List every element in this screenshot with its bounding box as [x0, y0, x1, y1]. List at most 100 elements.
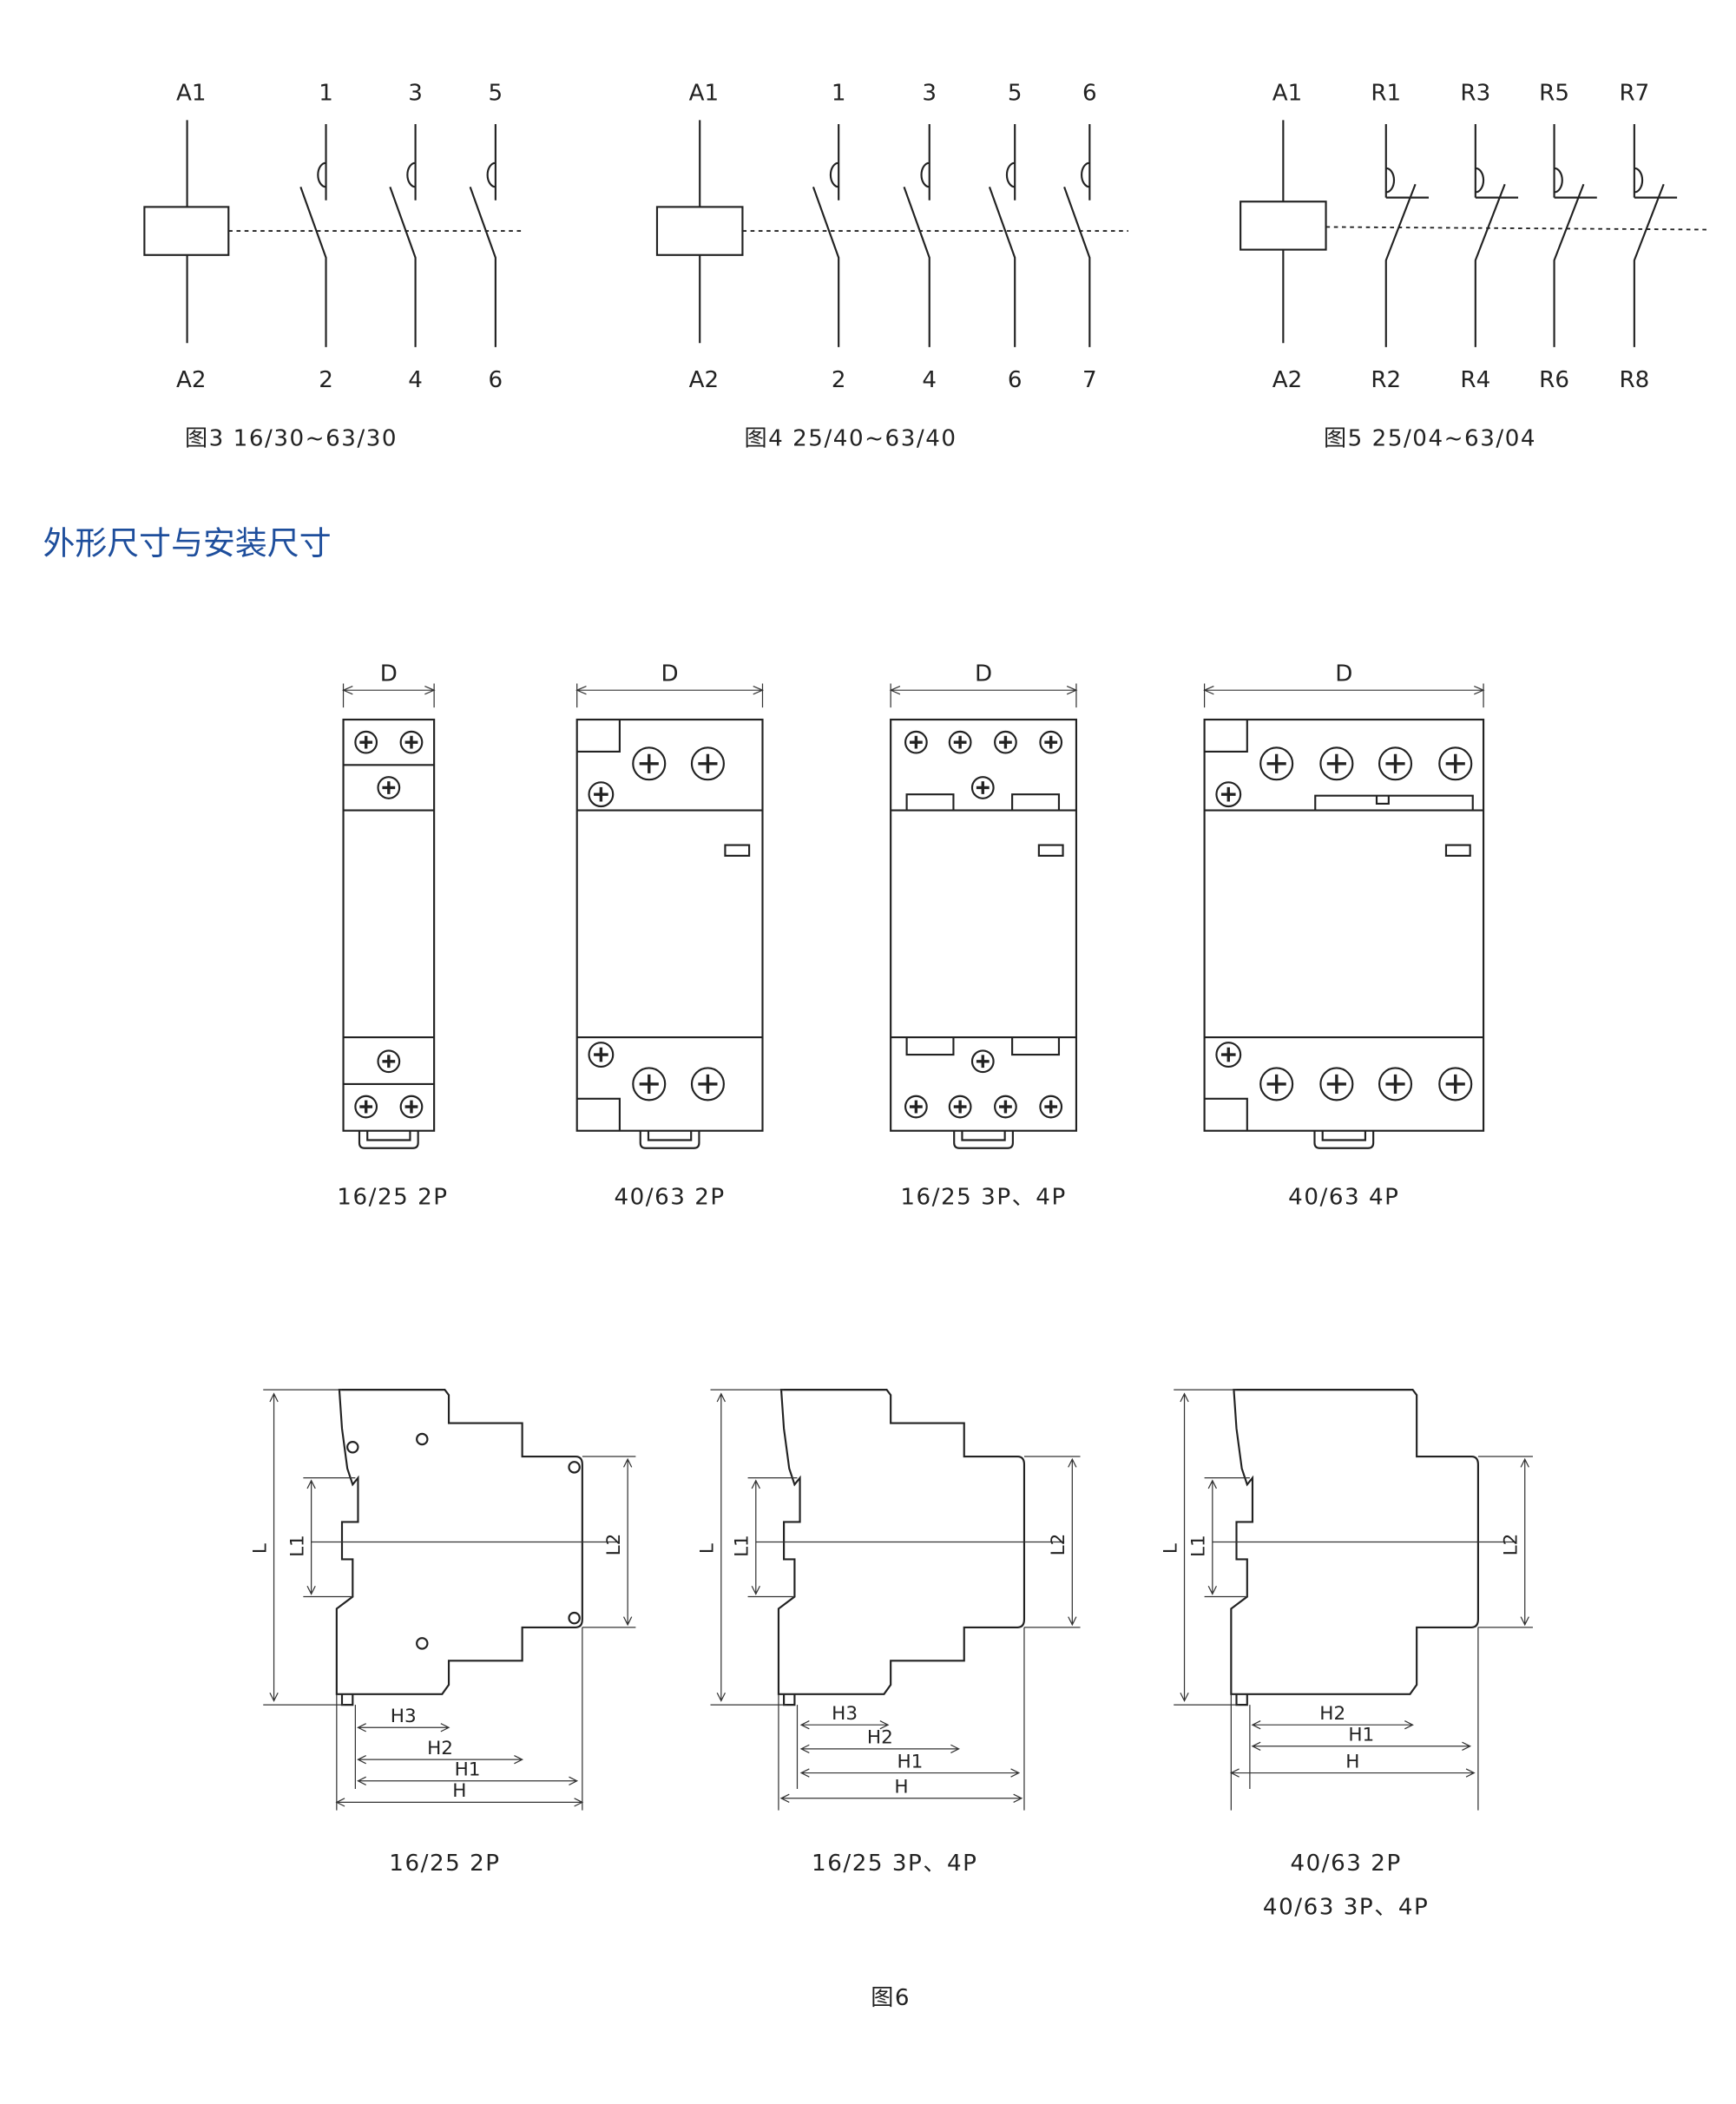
- terminal-label-top: A1: [689, 80, 719, 106]
- vertical-dimension-arrow: [1207, 1479, 1217, 1595]
- dimension-label-h: H: [894, 1777, 908, 1798]
- figure-caption: 图6: [871, 1985, 911, 2011]
- terminal-screw-icon: [1259, 1067, 1294, 1101]
- device-body: [1203, 718, 1485, 1132]
- schematic-caption: 图3 16/30~63/30: [185, 426, 398, 452]
- screw-slot: [976, 781, 990, 794]
- terminal-label-bottom: A2: [689, 367, 719, 393]
- corner-marks: [1204, 720, 1248, 1131]
- din-clip: [358, 1130, 419, 1149]
- terminal-screw-icon: [970, 1049, 995, 1074]
- din-latch: [340, 1693, 354, 1706]
- dimension-label-d: D: [975, 661, 992, 687]
- terminal-label-bottom: 6: [1008, 367, 1023, 393]
- dimension-label-d: D: [1335, 661, 1352, 687]
- nc-contact: [1553, 124, 1597, 347]
- terminal-screw-icon: [904, 730, 928, 754]
- dimension-label-h: H3: [391, 1706, 417, 1727]
- no-contact: [469, 124, 496, 347]
- extension-lines: [1174, 1389, 1533, 1811]
- screw-slot: [1220, 786, 1236, 802]
- terminal-screw-icon: [1259, 746, 1294, 781]
- dimension-label-l: L: [249, 1543, 271, 1554]
- device-side-profile: [777, 1389, 1026, 1695]
- section-lines: [1204, 809, 1484, 1039]
- terminal-screw-icon: [1215, 781, 1242, 808]
- screw-slot: [1445, 753, 1465, 773]
- terminal-label-top: R5: [1539, 80, 1569, 106]
- din-latch: [783, 1693, 796, 1706]
- width-dimension-line: [1203, 683, 1485, 708]
- coil-symbol: [655, 206, 744, 256]
- side-view-caption: 40/63 2P: [1290, 1851, 1401, 1877]
- screw-slot: [999, 1100, 1012, 1114]
- terminal-screw-icon: [354, 730, 378, 754]
- terminal-label-top: 1: [319, 80, 333, 106]
- no-contact: [299, 124, 327, 347]
- terminal-screw-icon: [588, 1042, 615, 1068]
- screw-slot: [999, 735, 1012, 749]
- terminal-screw-icon: [399, 1095, 424, 1119]
- horizontal-dimension-arrow: [1229, 1768, 1476, 1778]
- section-lines: [891, 809, 1076, 1039]
- dimension-label-h: H2: [867, 1727, 893, 1749]
- dimension-label-h: H: [452, 1780, 466, 1802]
- horizontal-dimension-arrow: [357, 1723, 450, 1733]
- din-clip: [639, 1130, 700, 1149]
- terminal-screw-icon: [948, 1095, 972, 1119]
- terminal-label-top: 5: [489, 80, 503, 106]
- screw-slot: [382, 1055, 396, 1068]
- terminal-label-bottom: 4: [922, 367, 937, 393]
- terminal-screw-icon: [690, 746, 725, 781]
- no-contact: [1063, 124, 1091, 347]
- dimension-label-h: H: [1345, 1751, 1359, 1772]
- dimension-label-d: D: [661, 661, 679, 687]
- side-view-caption: 16/25 2P: [389, 1851, 500, 1877]
- terminal-screw-icon: [377, 1049, 401, 1074]
- terminal-screw-icon: [354, 1095, 378, 1119]
- front-view-caption: 40/63 2P: [614, 1184, 725, 1210]
- screw-slot: [909, 735, 923, 749]
- horizontal-dimension-arrow: [357, 1776, 579, 1785]
- terminal-label-bottom: R8: [1619, 367, 1649, 393]
- extension-lines: [710, 1389, 1081, 1811]
- screw-slot: [1385, 1074, 1405, 1094]
- terminal-label-top: R3: [1460, 80, 1490, 106]
- horizontal-dimension-arrow: [1251, 1741, 1472, 1751]
- terminal-screw-icon: [632, 1067, 667, 1101]
- terminal-label-top: 3: [922, 80, 937, 106]
- screw-slot: [953, 1100, 967, 1114]
- terminal-label-bottom: R4: [1460, 367, 1490, 393]
- screw-slot: [1266, 753, 1286, 773]
- screw-slot: [639, 753, 659, 773]
- terminal-screw-icon: [994, 1095, 1017, 1119]
- terminal-screw-icon: [1039, 730, 1063, 754]
- terminal-label-top: A1: [1272, 80, 1303, 106]
- dimension-label-l: L: [1160, 1543, 1181, 1554]
- indicator-window: [1037, 844, 1064, 857]
- terminal-label-bottom: A2: [1272, 367, 1303, 393]
- device-side-profile: [1230, 1389, 1479, 1695]
- screw-slot: [1385, 753, 1405, 773]
- section-lines: [343, 764, 435, 1085]
- rivet-icon: [346, 1441, 359, 1454]
- terminal-label-top: 3: [408, 80, 423, 106]
- terminal-label-bottom: 6: [489, 367, 503, 393]
- front-view-caption: 40/63 4P: [1288, 1184, 1399, 1210]
- screw-slot: [1044, 735, 1058, 749]
- nc-contact: [1384, 124, 1429, 347]
- screw-slot: [382, 781, 396, 794]
- device-side-profile: [335, 1389, 583, 1695]
- dimension-label-l1: L1: [286, 1535, 308, 1557]
- dimension-label-l2: L2: [1501, 1534, 1522, 1556]
- dimension-label-d: D: [380, 661, 398, 687]
- terminal-screw-icon: [1215, 1042, 1242, 1068]
- horizontal-dimension-arrow: [799, 1768, 1021, 1778]
- screw-slot: [359, 1100, 373, 1114]
- terminal-label-bottom: 7: [1082, 367, 1097, 393]
